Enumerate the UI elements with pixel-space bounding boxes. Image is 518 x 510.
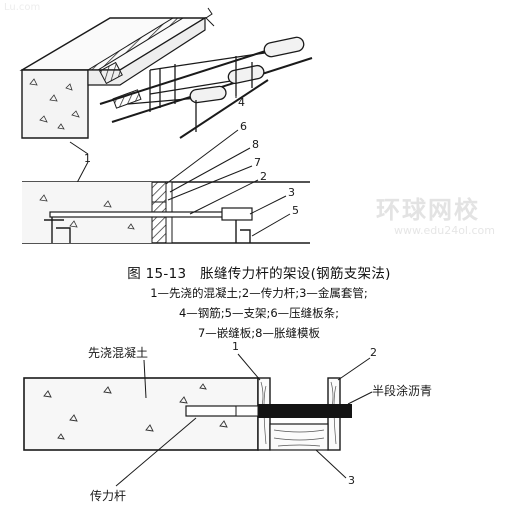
support-frames — [149, 56, 253, 132]
lower-callout-3-leader — [315, 449, 347, 479]
filler-board — [151, 201, 167, 244]
section-aggregate — [39, 194, 135, 230]
callout-6: 6 — [240, 120, 247, 133]
callout-4: 4 — [238, 96, 245, 109]
dowel-bars — [127, 36, 305, 105]
dowel-bar-plain — [235, 405, 259, 417]
callout-1-leader — [69, 141, 89, 155]
dowel-label: 传力杆 — [90, 488, 126, 503]
section-leaders — [165, 129, 291, 237]
wood-grain-bottom — [273, 429, 325, 447]
lower-callout-3: 3 — [348, 474, 355, 487]
perspective-seam-board — [86, 17, 185, 71]
figure-title: 图 15-13 胀缝传力杆的架设(钢筋支架法) — [127, 266, 391, 282]
compression-strip — [151, 181, 167, 203]
lower-callout-2: 2 — [370, 346, 377, 359]
concrete-label: 先浇混凝土 — [88, 345, 148, 360]
callout-2: 2 — [260, 170, 267, 183]
lower-callout-1-leader — [237, 353, 261, 381]
section-view: 6 8 7 2 3 5 — [22, 120, 310, 244]
section-supports — [44, 217, 251, 243]
callout-7: 7 — [254, 156, 261, 169]
perspective-slab-front — [21, 69, 89, 139]
legend-line-1: 1—先浇的混凝土;2—传力杆;3—金属套管; — [150, 286, 368, 300]
legend-line-2: 4—钢筋;5—支架;6—压缝板条; — [178, 306, 340, 320]
break-mark — [205, 7, 215, 27]
legend-line-3: 7—嵌缝板;8—胀缝模板 — [197, 326, 320, 340]
section-sleeve — [221, 207, 253, 221]
lower-callout-2-leader — [337, 357, 371, 381]
section-dowel — [49, 211, 247, 218]
dowel-leader — [115, 417, 197, 487]
asphalt-label: 半段涂沥青 — [372, 383, 432, 398]
concrete-leader — [143, 359, 147, 399]
callout-3: 3 — [288, 186, 295, 199]
support-block-upper — [99, 61, 123, 85]
dowel-bar-coated — [258, 404, 352, 418]
lower-callout-1: 1 — [232, 340, 239, 353]
support-block-lower — [112, 89, 142, 109]
lower-aggregate — [43, 383, 228, 440]
concrete-aggregate-texture — [29, 78, 80, 130]
perspective-view: 4 1 — [19, 7, 313, 197]
asphalt-leader — [347, 391, 373, 405]
callout-1: 1 — [84, 152, 91, 165]
callout-5: 5 — [292, 204, 299, 217]
lower-section: 先浇混凝土 半段涂沥青 传力杆 1 2 3 — [23, 340, 432, 503]
callout-8: 8 — [252, 138, 259, 151]
